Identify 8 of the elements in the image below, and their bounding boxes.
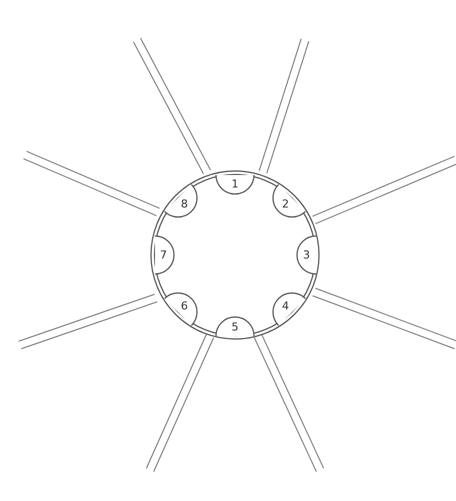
segment-number: 4 [282, 300, 290, 312]
segment-number: 8 [180, 198, 188, 210]
segment-number: 2 [282, 198, 290, 210]
segment-number: 6 [180, 300, 188, 312]
segment-number: 1 [232, 178, 238, 189]
segment-number: 5 [232, 321, 238, 332]
segment-number: 7 [160, 250, 167, 260]
segment-number: 3 [303, 250, 310, 260]
